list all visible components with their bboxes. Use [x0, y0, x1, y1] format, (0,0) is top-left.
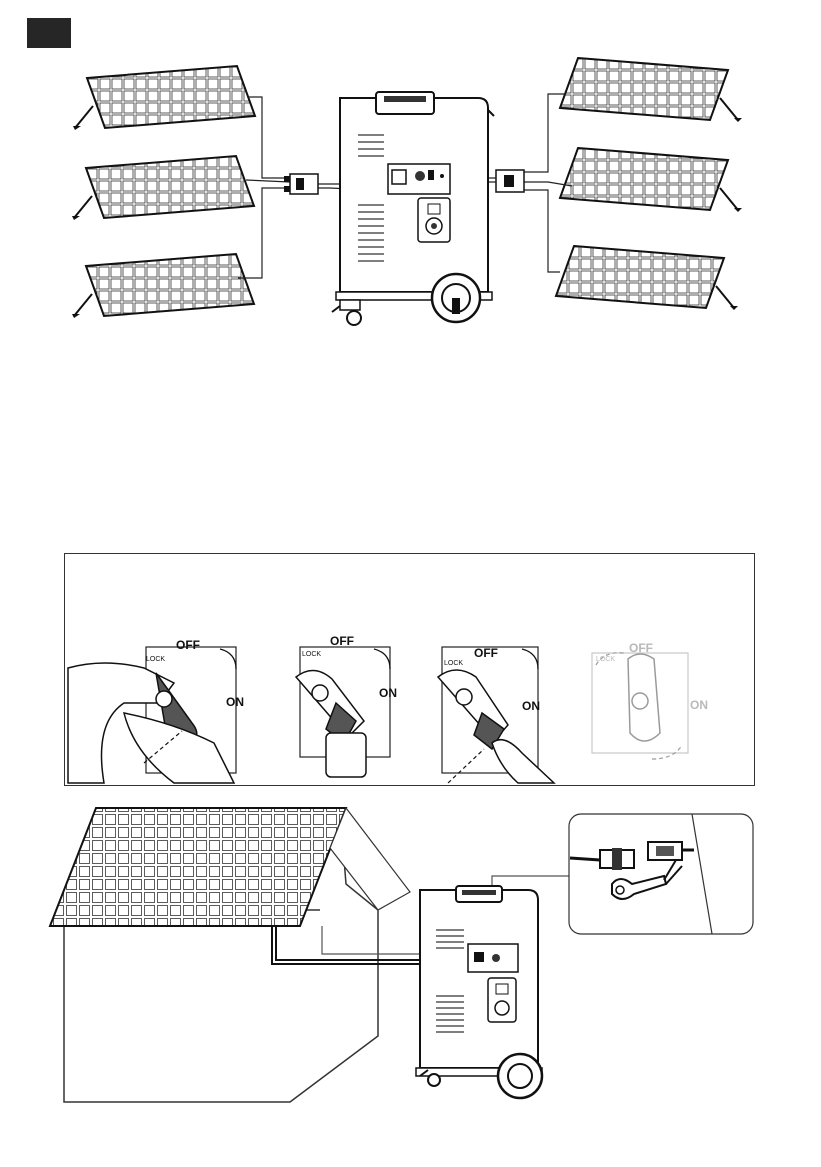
switch-lock-label: LOCK — [444, 660, 463, 667]
switch-off-label: OFF — [330, 634, 354, 648]
y-branch-connector-icon — [284, 174, 318, 194]
solar-panel-icon — [72, 156, 254, 220]
switch-steps-diagram — [64, 553, 755, 786]
solar-panel-icon — [560, 58, 742, 122]
solar-panel-icon — [556, 246, 738, 310]
switch-off-label: OFF — [629, 641, 653, 655]
switch-off-label: OFF — [176, 638, 200, 652]
connector-wrench-inset — [569, 814, 753, 934]
power-station-icon — [332, 92, 494, 325]
solar-panel-icon — [72, 254, 254, 318]
solar-panel-icon — [560, 148, 742, 212]
switch-lock-label: LOCK — [596, 656, 615, 663]
house-roof-icon — [50, 808, 410, 1102]
switch-lock-label: LOCK — [146, 656, 165, 663]
switch-off-label: OFF — [474, 646, 498, 660]
switch-step-3 — [438, 647, 554, 783]
switch-step-1 — [68, 647, 236, 783]
switch-on-label: ON — [522, 699, 540, 713]
switch-on-label: ON — [226, 695, 244, 709]
switch-on-label: ON — [690, 698, 708, 712]
solar-panel-icon — [73, 66, 255, 130]
power-station-icon — [416, 886, 542, 1098]
switch-on-label: ON — [379, 686, 397, 700]
rooftop-installation-diagram — [0, 800, 821, 1167]
switch-step-2 — [296, 647, 390, 777]
y-branch-connector-icon — [496, 170, 524, 192]
switch-step-4 — [592, 653, 688, 759]
solar-array-diagram — [0, 0, 821, 380]
switch-lock-label: LOCK — [302, 651, 321, 658]
